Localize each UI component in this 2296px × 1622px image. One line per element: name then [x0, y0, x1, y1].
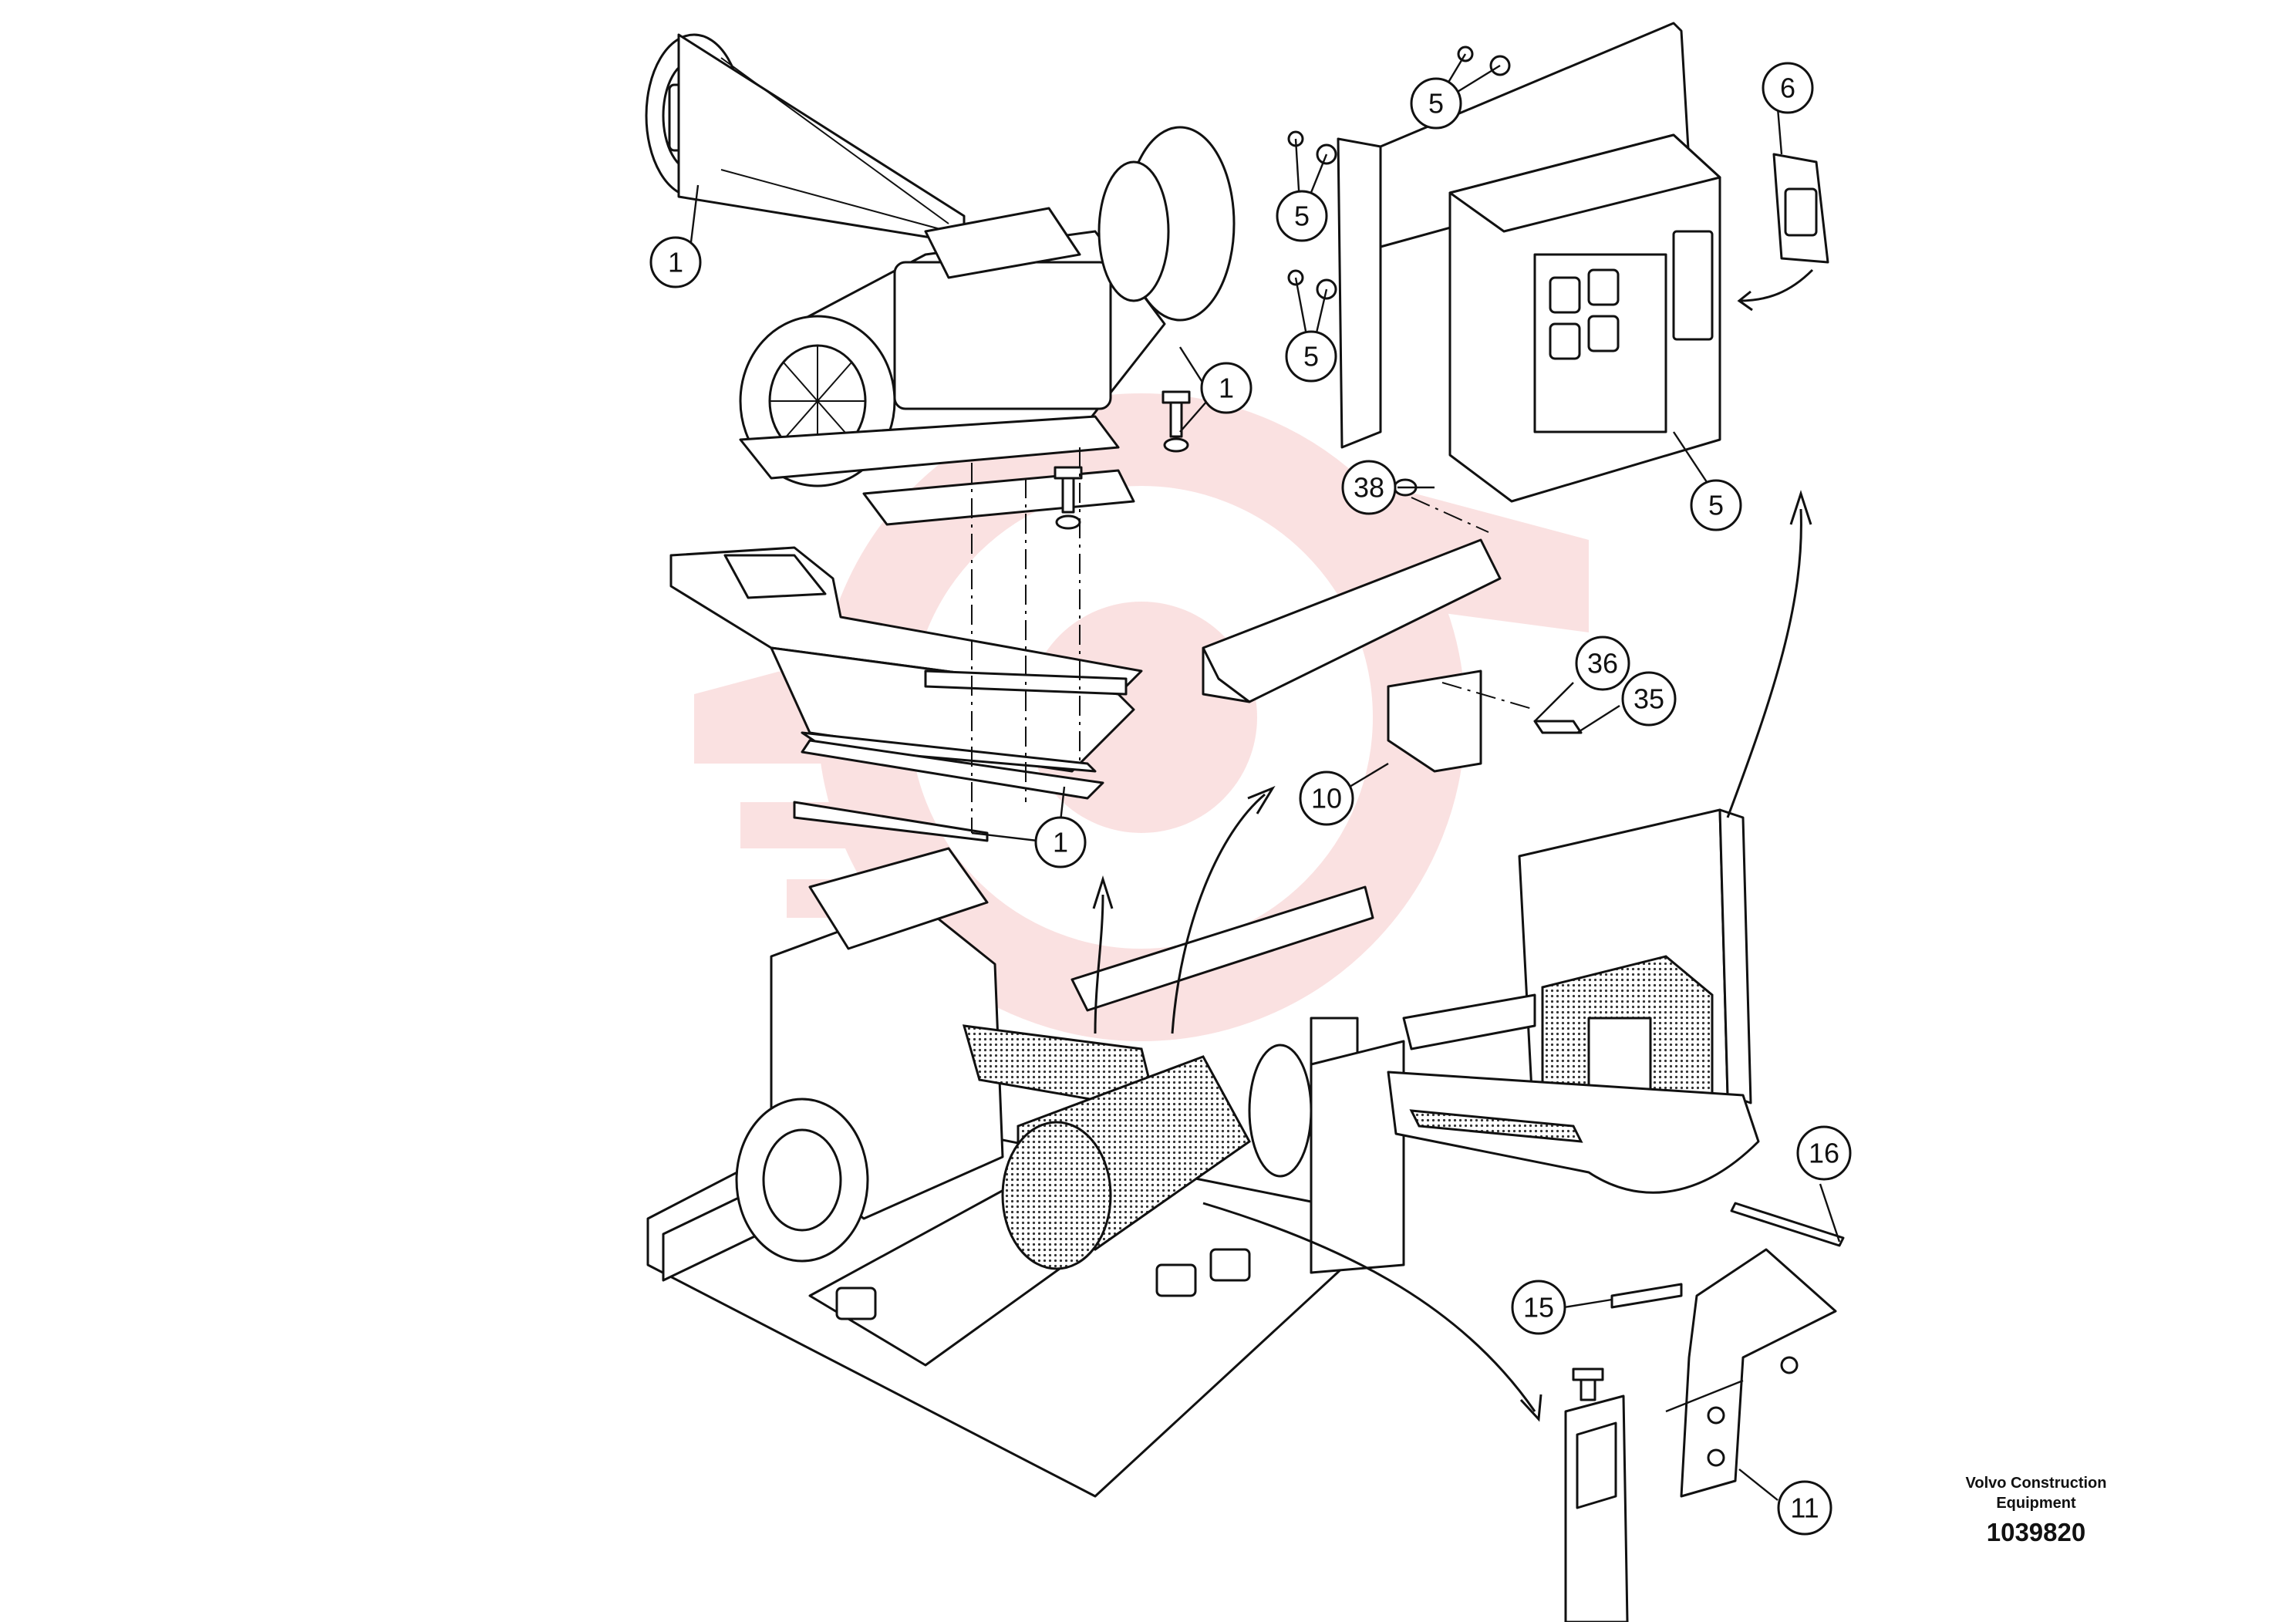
- svg-text:6: 6: [1780, 73, 1795, 104]
- engine-frame-assembly: [646, 785, 1397, 1498]
- svg-text:5: 5: [1428, 88, 1444, 120]
- callout-36[interactable]: 36: [1575, 636, 1630, 691]
- mounting-plates: [669, 447, 1143, 842]
- svg-text:15: 15: [1523, 1292, 1554, 1324]
- callout-1-plates[interactable]: 1: [1034, 816, 1087, 868]
- control-box-assembly: [1287, 22, 1829, 503]
- svg-text:10: 10: [1311, 783, 1342, 814]
- cabinet-frame-assembly: [1310, 490, 1812, 1274]
- svg-text:5: 5: [1303, 341, 1319, 373]
- svg-text:11: 11: [1790, 1492, 1819, 1524]
- callout-15[interactable]: 15: [1511, 1280, 1566, 1335]
- callout-10[interactable]: 10: [1299, 771, 1354, 826]
- svg-text:16: 16: [1809, 1138, 1839, 1169]
- callout-5-box[interactable]: 5: [1690, 479, 1742, 531]
- callout-5-low[interactable]: 5: [1285, 330, 1337, 383]
- generator-assembly: [645, 33, 1236, 530]
- svg-text:5: 5: [1708, 490, 1724, 521]
- channel-bracket: [1202, 478, 1583, 773]
- document-number: 1039820: [1986, 1518, 2086, 1546]
- small-brackets: [1202, 1202, 1845, 1622]
- brand-line-1: Volvo Construction: [1965, 1475, 2107, 1492]
- brand-line-2: Equipment: [1996, 1495, 2076, 1512]
- svg-text:36: 36: [1587, 648, 1618, 679]
- document-footer: Volvo Construction Equipment 1039820: [1905, 1473, 2167, 1547]
- callout-5-top[interactable]: 5: [1410, 77, 1462, 130]
- svg-text:38: 38: [1354, 472, 1384, 504]
- callout-35[interactable]: 35: [1621, 671, 1677, 727]
- callout-1-belt[interactable]: 1: [649, 236, 702, 288]
- callout-16[interactable]: 16: [1796, 1125, 1852, 1181]
- svg-text:1: 1: [668, 247, 683, 278]
- callout-6[interactable]: 6: [1762, 62, 1814, 114]
- callout-5-mid[interactable]: 5: [1276, 190, 1328, 242]
- callout-38[interactable]: 38: [1341, 460, 1397, 515]
- svg-text:35: 35: [1633, 683, 1664, 715]
- svg-text:1: 1: [1053, 827, 1068, 858]
- svg-text:1: 1: [1219, 373, 1234, 404]
- callouts: 1 1 1 5 5 5 5 6: [649, 62, 1852, 1536]
- callout-11[interactable]: 11: [1777, 1480, 1832, 1536]
- svg-text:5: 5: [1294, 201, 1310, 232]
- callout-1-bolts[interactable]: 1: [1200, 362, 1253, 414]
